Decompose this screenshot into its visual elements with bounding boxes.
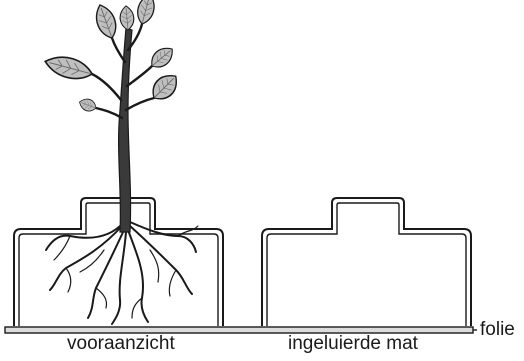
mat-glued (262, 198, 471, 326)
label-foil: folie (480, 320, 515, 339)
root-system-icon (46, 222, 198, 324)
label-glued-mat: ingeluierde mat (288, 334, 418, 353)
mat-front-view (14, 198, 223, 326)
plant-with-leaves-icon (43, 0, 198, 324)
label-front-view: vooraanzicht (67, 334, 175, 353)
plant-stem (119, 28, 132, 232)
